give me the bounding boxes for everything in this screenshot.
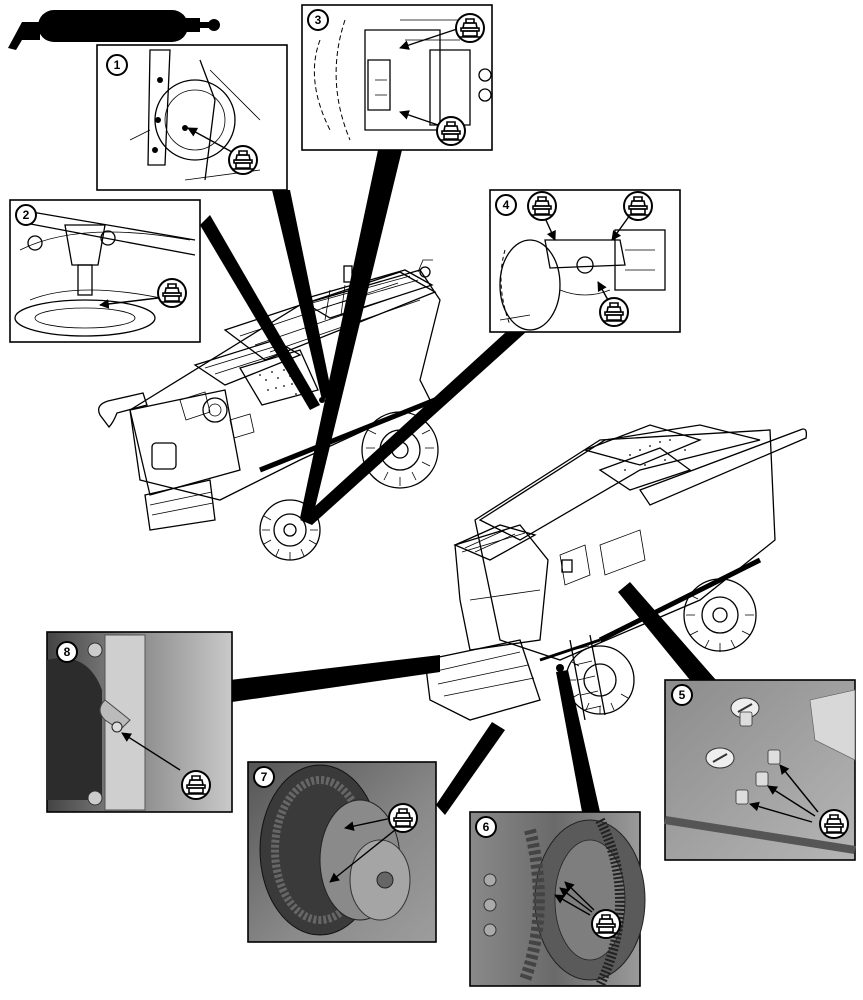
callout-8: 8 — [64, 645, 71, 659]
detail-panel-1: 1 — [96, 44, 288, 191]
grease-fitting-icon — [157, 278, 187, 308]
grease-fitting-icon — [455, 13, 485, 43]
photo-panel-7: 7 — [247, 761, 437, 943]
combine-rear-view — [97, 259, 441, 561]
grease-fitting-icon — [527, 191, 557, 221]
callout-1: 1 — [114, 58, 121, 72]
grease-fitting-icon — [591, 909, 621, 939]
grease-fitting-icon — [388, 803, 418, 833]
photo-panel-6: 6 — [469, 811, 646, 988]
detail-panel-2: 2 — [9, 199, 201, 343]
grease-gun-icon — [8, 10, 220, 50]
photo-panel-5: 5 — [664, 679, 856, 861]
leader-bands — [200, 150, 716, 815]
grease-fitting-icon — [228, 145, 258, 175]
grease-fitting-icon — [819, 809, 849, 839]
detail-panel-3: 3 — [301, 4, 493, 151]
callout-6: 6 — [483, 820, 490, 834]
combine-front-view — [424, 424, 808, 721]
callout-4: 4 — [503, 198, 510, 212]
callout-2: 2 — [23, 208, 30, 222]
photo-panel-8: 8 — [46, 631, 233, 813]
grease-fitting-icon — [181, 770, 211, 800]
grease-fitting-icon — [623, 191, 653, 221]
callout-7: 7 — [261, 770, 268, 784]
callout-3: 3 — [315, 13, 322, 27]
callout-5: 5 — [679, 688, 686, 702]
grease-fitting-icon — [436, 116, 466, 146]
grease-fitting-icon — [599, 297, 629, 327]
detail-panel-4: 4 — [489, 189, 681, 333]
